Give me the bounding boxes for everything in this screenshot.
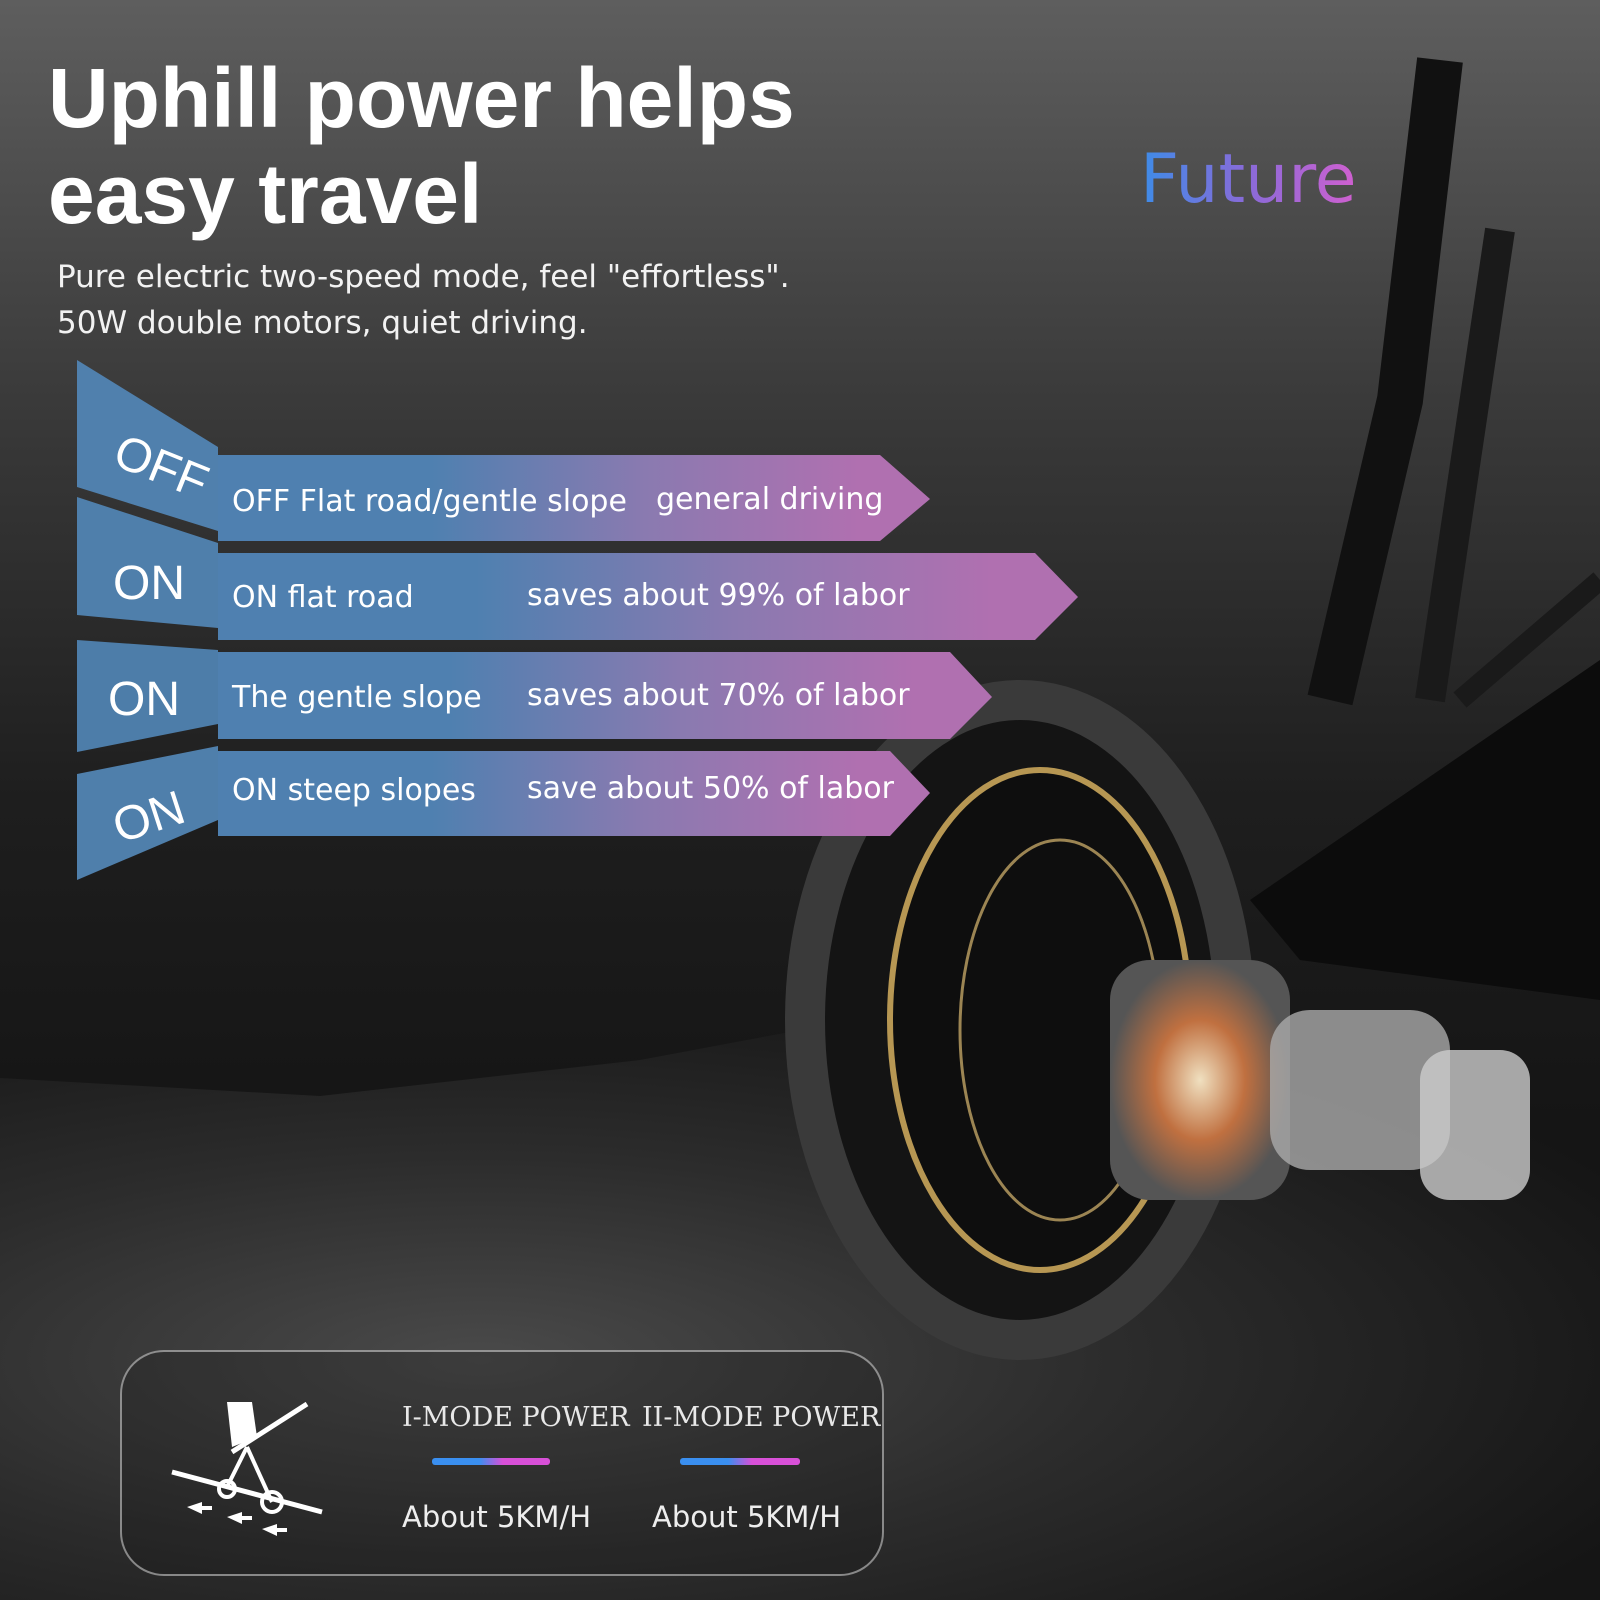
mode-2-bar <box>680 1458 800 1465</box>
headline-line-1: Uphill power helps <box>48 51 795 145</box>
mode-arrow <box>218 553 1078 640</box>
mode-1-bar <box>432 1458 550 1465</box>
power-panel: I-MODE POWER About 5KM/H II-MODE POWER A… <box>120 1350 884 1576</box>
subtitle: Pure electric two-speed mode, feel "effo… <box>57 254 790 346</box>
mode-condition: The gentle slope <box>232 680 482 715</box>
subtitle-line-1: Pure electric two-speed mode, feel "effo… <box>57 259 790 295</box>
mode-effect: save about 50% of labor <box>527 771 894 806</box>
mode-2-label: II-MODE POWER <box>642 1402 881 1433</box>
mode-tab-shape <box>77 640 218 752</box>
mode-tab-shape <box>77 360 218 531</box>
mode-tab-shape <box>77 497 218 628</box>
mode-effect: saves about 99% of labor <box>527 578 910 613</box>
headline-line-2: easy travel <box>48 147 483 241</box>
mode-condition: OFF Flat road/gentle slope <box>232 484 627 519</box>
mode-tab-shape <box>77 746 218 880</box>
mode-arrow <box>218 751 930 836</box>
mode-tab-label: ON <box>108 673 180 726</box>
mode-condition: ON steep slopes <box>232 773 476 808</box>
stroller-uphill-icon <box>171 1401 323 1536</box>
mode-arrow <box>218 455 930 541</box>
mode-effect: general driving <box>656 482 884 517</box>
headline: Uphill power helps easy travel <box>48 50 795 242</box>
mode-tab-label: ON <box>113 557 185 610</box>
mode-effect: saves about 70% of labor <box>527 678 910 713</box>
subtitle-line-2: 50W double motors, quiet driving. <box>57 305 588 341</box>
mode-arrow <box>218 652 992 739</box>
brand-logo: Future <box>1140 140 1357 219</box>
mode-1-label: I-MODE POWER <box>402 1402 630 1433</box>
mode-2-speed: About 5KM/H <box>652 1500 842 1534</box>
mode-condition: ON flat road <box>232 580 414 615</box>
mode-1-speed: About 5KM/H <box>402 1500 592 1534</box>
